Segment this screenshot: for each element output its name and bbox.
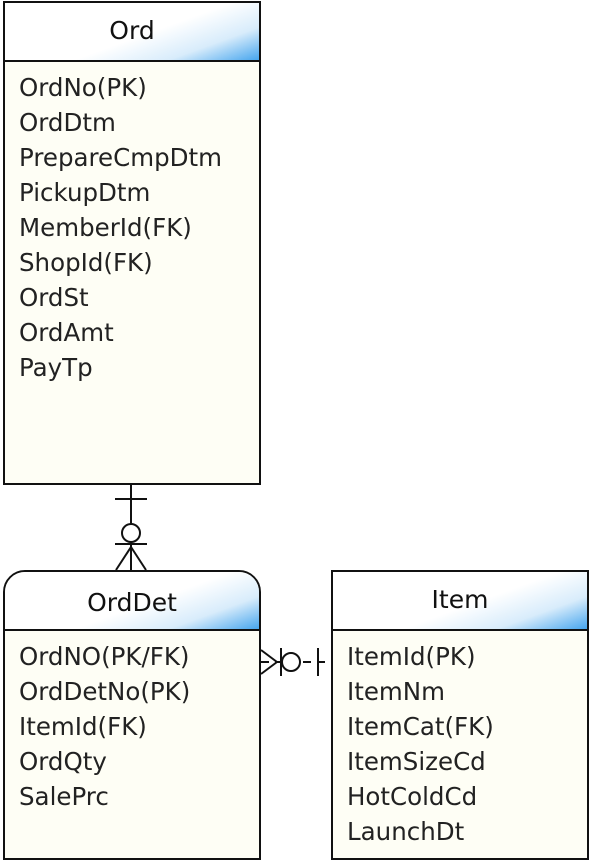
field-orddet-orddetno: OrdDetNo(PK): [19, 677, 191, 706]
field-item-hotcoldcd: HotColdCd: [347, 782, 478, 811]
entity-item-title: Item: [333, 572, 587, 631]
field-ord-pickupdtm: PickupDtm: [19, 178, 151, 207]
rel-item-orddet-crowfoot-bottom: [260, 661, 278, 675]
field-item-itemsizecd: ItemSizeCd: [347, 747, 486, 776]
field-ord-ordamt: OrdAmt: [19, 318, 114, 347]
field-orddet-ordqty: OrdQty: [19, 747, 107, 776]
relationship-ord-orddet[interactable]: [115, 485, 147, 571]
field-ord-paytp: PayTp: [19, 353, 93, 382]
field-ord-preparecmpdtm: PrepareCmpDtm: [19, 143, 222, 172]
rel-ord-orddet-crowfoot-right: [130, 546, 147, 571]
field-item-itemnm: ItemNm: [347, 677, 445, 706]
field-item-itemcat: ItemCat(FK): [347, 712, 494, 741]
rel-ord-orddet-zero-circle: [121, 523, 141, 543]
entity-ord[interactable]: Ord OrdNo(PK) OrdDtm PrepareCmpDtm Picku…: [3, 1, 261, 485]
field-ord-memberid: MemberId(FK): [19, 213, 192, 242]
entity-ord-title: Ord: [5, 3, 259, 62]
field-ord-shopid: ShopId(FK): [19, 248, 153, 277]
entity-orddet-fields: OrdNO(PK/FK) OrdDetNo(PK) ItemId(FK) Ord…: [5, 631, 259, 814]
field-ord-ordno: OrdNo(PK): [19, 73, 147, 102]
field-orddet-saleprc: SalePrc: [19, 782, 109, 811]
rel-item-orddet-zero-circle: [281, 652, 301, 672]
field-orddet-ordno: OrdNO(PK/FK): [19, 642, 190, 671]
rel-item-orddet-crowfoot-top: [260, 649, 278, 663]
field-orddet-itemid: ItemId(FK): [19, 712, 147, 741]
field-item-itemid: ItemId(PK): [347, 642, 476, 671]
field-item-launchdt: LaunchDt: [347, 817, 465, 846]
relationship-item-orddet[interactable]: [260, 648, 331, 676]
entity-orddet[interactable]: OrdDet OrdNO(PK/FK) OrdDetNo(PK) ItemId(…: [3, 570, 261, 860]
rel-ord-orddet-crowfoot-left: [115, 546, 132, 571]
entity-item[interactable]: Item ItemId(PK) ItemNm ItemCat(FK) ItemS…: [331, 570, 589, 860]
entity-ord-fields: OrdNo(PK) OrdDtm PrepareCmpDtm PickupDtm…: [5, 62, 259, 385]
field-ord-orddtm: OrdDtm: [19, 108, 116, 137]
field-ord-ordst: OrdSt: [19, 283, 89, 312]
entity-item-fields: ItemId(PK) ItemNm ItemCat(FK) ItemSizeCd…: [333, 631, 587, 849]
entity-orddet-title: OrdDet: [5, 572, 259, 631]
